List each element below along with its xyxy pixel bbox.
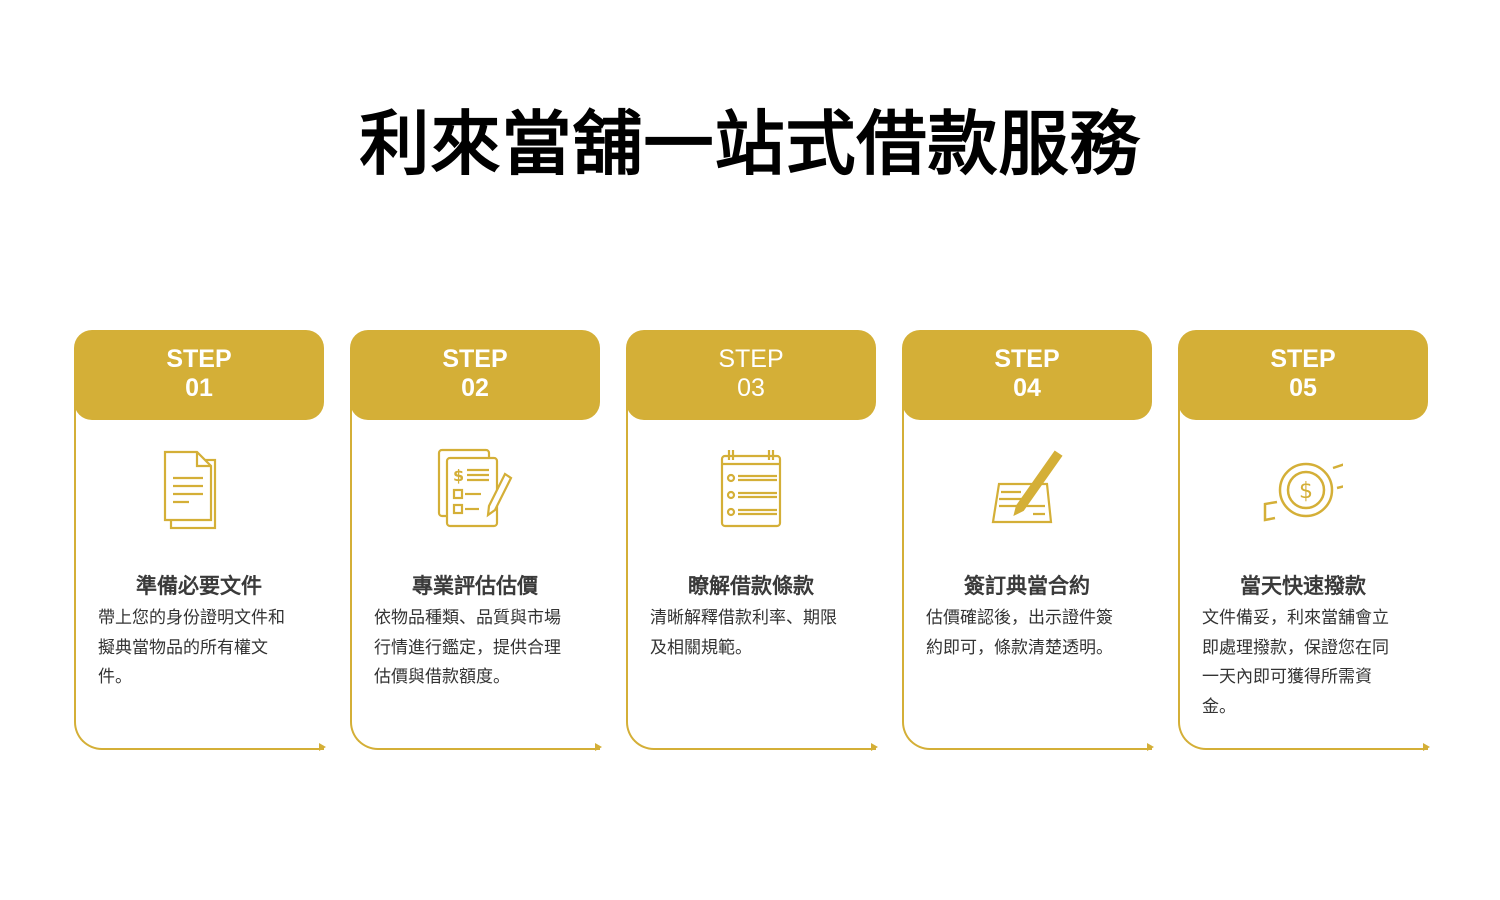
card-frame <box>902 370 1152 750</box>
step-description: 文件備妥，利來當舖會立即處理撥款，保證您在同一天內即可獲得所需資金。 <box>1202 608 1389 717</box>
signing-pen-icon <box>991 450 1063 524</box>
card-frame <box>626 370 876 750</box>
step-label: STEP <box>166 345 232 373</box>
step-description: 帶上您的身份證明文件和擬典當物品的所有權文件。 <box>98 608 285 687</box>
step-label: STEP <box>442 345 508 373</box>
step-number: 02 <box>461 374 489 402</box>
card-frame <box>74 370 324 750</box>
step-title: 當天快速撥款 <box>1240 574 1366 598</box>
step-label: STEP <box>994 345 1060 373</box>
svg-text:$: $ <box>1299 479 1313 504</box>
step-title: 準備必要文件 <box>136 574 262 598</box>
svg-text:$: $ <box>453 466 464 485</box>
step-title: 簽訂典當合約 <box>964 574 1090 598</box>
document-icon <box>163 450 217 530</box>
step-number: 01 <box>185 374 213 402</box>
arrow-right-icon <box>1147 743 1154 751</box>
step-label: STEP <box>1270 345 1336 373</box>
step-description: 清晰解釋借款利率、期限及相關規範。 <box>650 608 837 658</box>
step-description: 依物品種類、品質與市場行情進行鑑定，提供合理估價與借款額度。 <box>374 608 561 687</box>
card-frame <box>1178 370 1428 750</box>
step-number: 04 <box>1013 374 1041 402</box>
valuation-form-icon: $ <box>437 448 513 528</box>
page-title: 利來當舖一站式借款服務 <box>359 103 1141 185</box>
checklist-icon <box>720 450 782 528</box>
money-exchange-icon: $ <box>1263 462 1343 522</box>
step-title: 專業評估估價 <box>412 574 538 598</box>
step-description: 估價確認後，出示證件簽約即可，條款清楚透明。 <box>926 608 1113 658</box>
arrow-right-icon <box>871 743 878 751</box>
step-number: 05 <box>1289 374 1317 402</box>
step-label: STEP <box>718 345 784 373</box>
arrow-right-icon <box>319 743 326 751</box>
step-number: 03 <box>737 374 765 402</box>
arrow-right-icon <box>595 743 602 751</box>
card-frame <box>350 370 600 750</box>
step-title: 瞭解借款條款 <box>688 574 814 598</box>
arrow-right-icon <box>1423 743 1430 751</box>
